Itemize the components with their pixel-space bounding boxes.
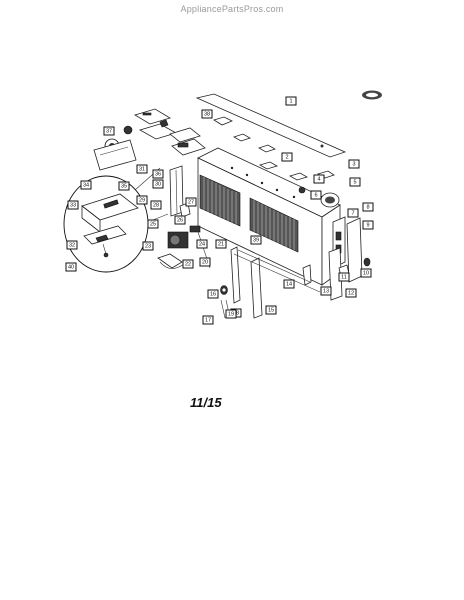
callout-number: 35 bbox=[121, 184, 127, 190]
callout-labels: 1234567891011121314151617181920212223242… bbox=[65, 96, 374, 325]
callout-number: 22 bbox=[185, 262, 191, 268]
control-knob bbox=[298, 186, 340, 208]
callout-number: 5 bbox=[353, 180, 356, 186]
control-button-caps bbox=[213, 116, 335, 181]
callout-6: 6 bbox=[310, 190, 322, 200]
left-mount-bracket bbox=[93, 139, 137, 171]
callout-30: 30 bbox=[152, 179, 164, 189]
callout-number: 1 bbox=[289, 99, 292, 105]
callout-number: 16 bbox=[210, 292, 216, 298]
callout-9: 9 bbox=[362, 220, 374, 230]
callout-33: 33 bbox=[67, 200, 79, 210]
callout-number: 8 bbox=[366, 205, 369, 211]
callout-number: 4 bbox=[317, 177, 320, 183]
motor-assembly bbox=[157, 225, 211, 269]
callout-28: 28 bbox=[150, 200, 162, 210]
callout-25: 25 bbox=[147, 219, 159, 229]
callout-number: 31 bbox=[139, 167, 145, 173]
callout-13: 13 bbox=[320, 286, 332, 296]
callout-12: 12 bbox=[345, 288, 357, 298]
callout-39: 39 bbox=[250, 235, 262, 245]
callout-number: 15 bbox=[268, 308, 274, 314]
callout-27: 27 bbox=[185, 197, 197, 207]
callout-35: 35 bbox=[118, 181, 130, 191]
callout-7: 7 bbox=[347, 208, 359, 218]
callout-number: 37 bbox=[106, 129, 112, 135]
callout-number: 30 bbox=[155, 182, 161, 188]
callout-15: 15 bbox=[265, 305, 277, 315]
callout-number: 23 bbox=[145, 244, 151, 250]
callout-32: 32 bbox=[66, 240, 78, 250]
callout-number: 25 bbox=[150, 222, 156, 228]
spring-clip-parts bbox=[220, 285, 231, 319]
page-number: 11/15 bbox=[190, 395, 222, 410]
callout-number: 32 bbox=[69, 243, 75, 249]
callout-40: 40 bbox=[65, 262, 77, 272]
callout-number: 36 bbox=[155, 172, 161, 178]
callout-21: 21 bbox=[215, 239, 227, 249]
side-end-cap bbox=[328, 216, 371, 301]
callout-number: 2 bbox=[285, 155, 288, 161]
callout-number: 40 bbox=[68, 265, 74, 271]
callout-number: 26 bbox=[177, 218, 183, 224]
callout-5: 5 bbox=[349, 177, 361, 187]
callout-number: 27 bbox=[188, 200, 194, 206]
callout-number: 12 bbox=[348, 291, 354, 297]
callout-number: 24 bbox=[199, 242, 205, 248]
callout-4: 4 bbox=[313, 174, 325, 184]
callout-14: 14 bbox=[283, 279, 295, 289]
callout-number: 14 bbox=[286, 282, 292, 288]
callout-number: 38 bbox=[204, 112, 210, 118]
support-legs bbox=[230, 246, 321, 319]
callout-11: 11 bbox=[338, 272, 350, 282]
callout-number: 29 bbox=[139, 198, 145, 204]
callout-number: 3 bbox=[352, 162, 355, 168]
callout-number: 20 bbox=[202, 260, 208, 266]
callout-16: 16 bbox=[207, 289, 219, 299]
callout-1: 1 bbox=[285, 96, 297, 106]
callout-29: 29 bbox=[136, 195, 148, 205]
callout-number: 10 bbox=[363, 271, 369, 277]
callout-34: 34 bbox=[80, 180, 92, 190]
callout-number: 19 bbox=[228, 312, 234, 318]
callout-20: 20 bbox=[199, 257, 211, 267]
brand-logo-icon bbox=[362, 90, 382, 100]
callout-26: 26 bbox=[174, 215, 186, 225]
vertical-bracket bbox=[169, 165, 191, 218]
callout-number: 33 bbox=[70, 203, 76, 209]
callout-22: 22 bbox=[182, 259, 194, 269]
callout-19: 19 bbox=[225, 309, 237, 319]
callout-24: 24 bbox=[196, 239, 208, 249]
callout-number: 11 bbox=[341, 275, 347, 281]
callout-17: 17 bbox=[202, 315, 214, 325]
callout-number: 9 bbox=[366, 223, 369, 229]
callout-10: 10 bbox=[360, 268, 372, 278]
callout-8: 8 bbox=[362, 202, 374, 212]
callout-31: 31 bbox=[136, 164, 148, 174]
callout-number: 28 bbox=[153, 203, 159, 209]
callout-38: 38 bbox=[201, 109, 213, 119]
callout-number: 17 bbox=[205, 318, 211, 324]
callout-36: 36 bbox=[152, 169, 164, 179]
callout-number: 13 bbox=[323, 289, 329, 295]
watermark-text: AppliancePartsPros.com bbox=[180, 4, 284, 14]
callout-37: 37 bbox=[103, 126, 115, 136]
callout-number: 21 bbox=[218, 242, 224, 248]
callout-number: 6 bbox=[314, 193, 317, 199]
callout-number: 34 bbox=[83, 183, 89, 189]
callout-number: 7 bbox=[351, 211, 354, 217]
callout-23: 23 bbox=[142, 241, 154, 251]
callout-3: 3 bbox=[348, 159, 360, 169]
top-trim-strip bbox=[195, 93, 347, 158]
callout-2: 2 bbox=[281, 152, 293, 162]
callout-number: 39 bbox=[253, 238, 259, 244]
